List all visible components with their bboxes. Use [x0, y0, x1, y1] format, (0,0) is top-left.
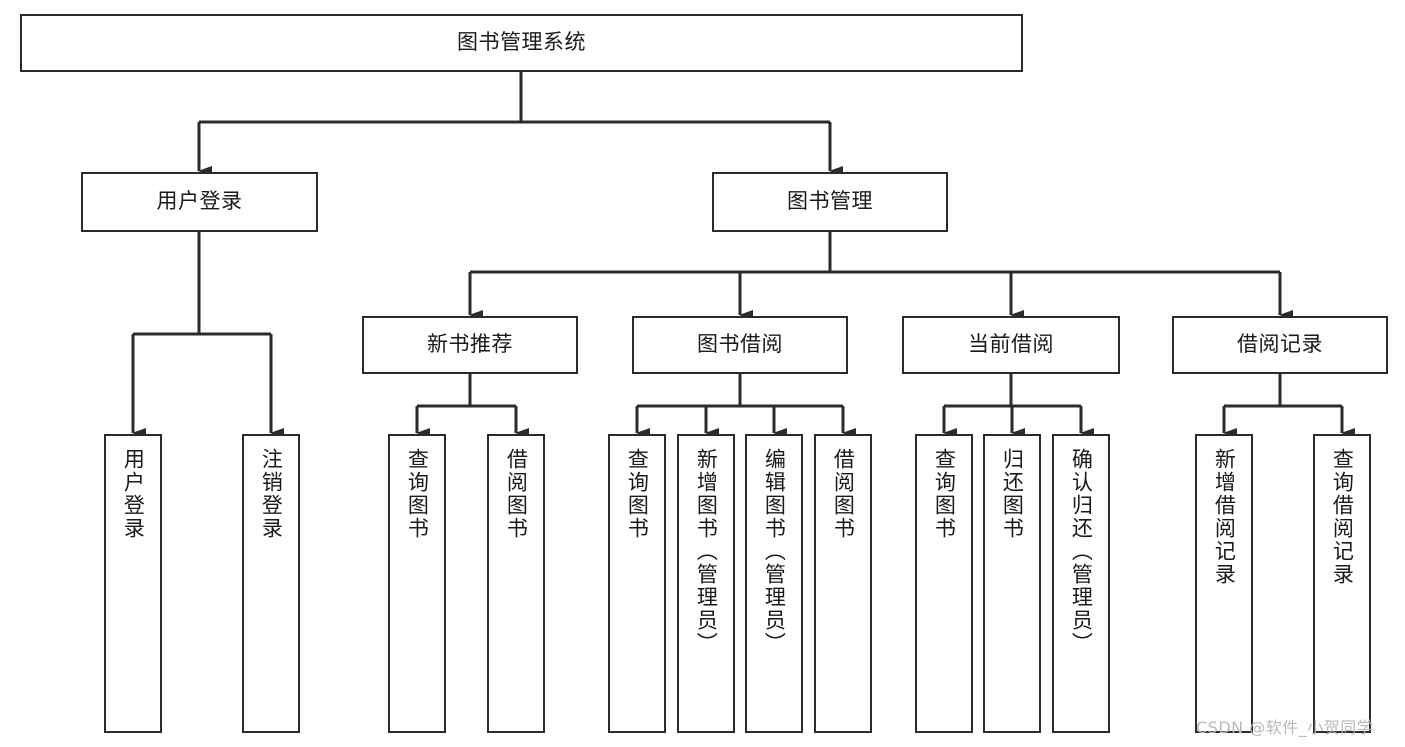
node-leaf-查询图书-4[interactable]: 查询图书 — [608, 434, 666, 733]
node-leaf-查询图书-2[interactable]: 查询图书 — [388, 434, 446, 733]
node-leaf-用户登录-0[interactable]: 用户登录 — [104, 434, 162, 733]
node-root[interactable]: 图书管理系统 — [20, 14, 1023, 72]
node-label: 图书借阅 — [697, 332, 783, 357]
node-leaf-新增图书管理员-5[interactable]: 新增图书（管理员） — [677, 434, 735, 733]
node-label: 借阅记录 — [1237, 332, 1323, 357]
node-label: 查询图书 — [405, 448, 430, 540]
node-leaf-注销登录-1[interactable]: 注销登录 — [242, 434, 300, 733]
node-label: 用户登录 — [156, 189, 243, 214]
node-label: 新书推荐 — [427, 332, 513, 357]
node-leaf-新增借阅记录-11[interactable]: 新增借阅记录 — [1195, 434, 1253, 733]
node-leaf-确认归还管理员-10[interactable]: 确认归还（管理员） — [1052, 434, 1110, 733]
node-label: 当前借阅 — [968, 332, 1054, 357]
node-label: 借阅图书 — [504, 448, 529, 540]
node-label: 图书管理 — [787, 189, 873, 214]
node-leaf-归还图书-9[interactable]: 归还图书 — [983, 434, 1041, 733]
node-label: 借阅图书 — [831, 448, 856, 540]
node-label: 新增图书（管理员） — [694, 448, 719, 655]
node-leaf-借阅图书-7[interactable]: 借阅图书 — [814, 434, 872, 733]
node-label: 编辑图书（管理员） — [762, 448, 787, 655]
node-leaf-编辑图书管理员-6[interactable]: 编辑图书（管理员） — [745, 434, 803, 733]
node-root-label: 图书管理系统 — [457, 30, 586, 55]
node-leaf-查询借阅记录-12[interactable]: 查询借阅记录 — [1313, 434, 1371, 733]
node-label: 查询图书 — [625, 448, 650, 540]
node-l2-当前借阅-2[interactable]: 当前借阅 — [902, 316, 1120, 374]
node-label: 确认归还（管理员） — [1069, 448, 1094, 655]
node-l2-新书推荐-0[interactable]: 新书推荐 — [362, 316, 578, 374]
node-label: 新增借阅记录 — [1212, 448, 1237, 586]
node-label: 用户登录 — [121, 448, 146, 540]
node-label: 注销登录 — [259, 448, 284, 540]
node-leaf-借阅图书-3[interactable]: 借阅图书 — [487, 434, 545, 733]
node-l1-用户登录-0[interactable]: 用户登录 — [81, 172, 318, 232]
node-l2-图书借阅-1[interactable]: 图书借阅 — [632, 316, 848, 374]
node-leaf-查询图书-8[interactable]: 查询图书 — [915, 434, 973, 733]
node-label: 查询图书 — [932, 448, 957, 540]
node-l1-图书管理-1[interactable]: 图书管理 — [712, 172, 948, 232]
node-label: 查询借阅记录 — [1330, 448, 1355, 586]
csdn-watermark: CSDN @软件_小贺同学 — [1196, 718, 1374, 737]
node-label: 归还图书 — [1000, 448, 1025, 540]
node-l2-借阅记录-3[interactable]: 借阅记录 — [1172, 316, 1388, 374]
